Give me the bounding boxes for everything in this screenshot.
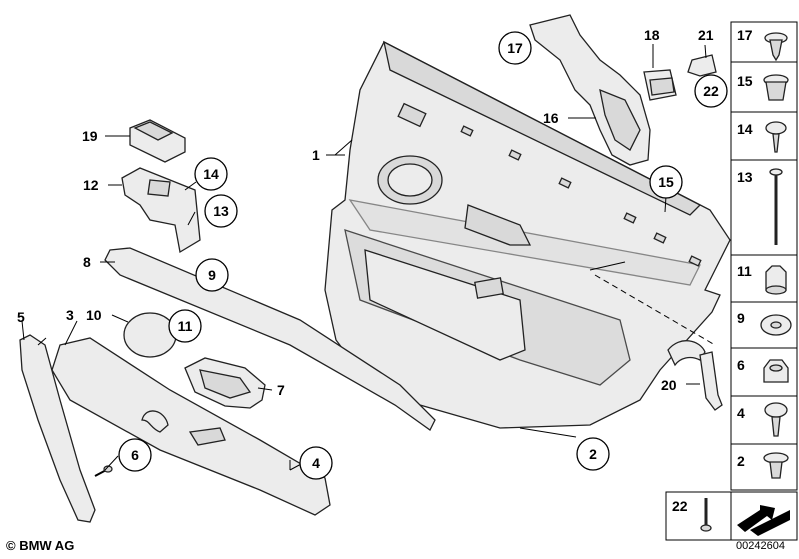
door-handle-7 (184, 357, 266, 409)
callout-22: 22 (703, 83, 719, 99)
push-clip-icon (764, 32, 788, 62)
fastener-legend: 17 15 14 13 11 9 6 4 2 (730, 21, 798, 491)
callout-4: 4 (312, 455, 320, 471)
callout-1: 1 (312, 147, 320, 163)
bottom-legend: 22 (665, 491, 798, 541)
callout-13: 13 (213, 203, 229, 219)
legend-label-2: 14 (737, 121, 753, 137)
door-trim-panel (324, 40, 731, 429)
clip-21 (687, 54, 717, 77)
callout-18: 18 (644, 27, 660, 43)
callout-19: 19 (82, 128, 98, 144)
callout-circle-6 (118, 438, 152, 472)
switch-unit (643, 69, 677, 101)
callout-circle-9 (195, 258, 229, 292)
callout-circle-13 (204, 194, 238, 228)
callout-3: 3 (66, 307, 74, 323)
legend-label-5: 9 (737, 310, 745, 326)
hex-nut-icon (763, 359, 789, 383)
callout-8: 8 (83, 254, 91, 270)
callout-6: 6 (131, 447, 139, 463)
spring-clip-icon (760, 314, 792, 336)
long-bolt-icon (769, 168, 783, 245)
legend-label-1: 15 (737, 73, 753, 89)
callout-7: 7 (277, 382, 285, 398)
callout-11: 11 (178, 318, 193, 334)
callout-5: 5 (17, 309, 25, 325)
callout-9: 9 (208, 267, 216, 283)
legend-label-4: 11 (737, 263, 752, 279)
nut-icon (765, 265, 787, 295)
bracket-20 (667, 340, 723, 411)
part-19 (129, 119, 186, 163)
diagram-number: 00242604 (736, 540, 785, 552)
copyright: © BMW AG (6, 538, 75, 553)
callout-circle-14 (194, 157, 228, 191)
torx-screw-icon (764, 402, 788, 437)
legend-label-0: 17 (737, 27, 753, 43)
armrest-trim-3 (51, 337, 331, 516)
callout-circle-2 (576, 437, 610, 471)
callout-17: 17 (507, 40, 523, 56)
mounting-symbol-icon (737, 505, 790, 536)
expanding-nut-icon (763, 74, 789, 101)
bottom-legend-label: 22 (672, 498, 688, 514)
callout-14: 14 (203, 166, 219, 182)
callout-circle-22 (694, 74, 728, 108)
callout-10: 10 (86, 307, 102, 323)
trim-strip-8 (104, 247, 436, 431)
callout-circle-15 (649, 165, 683, 199)
callout-12: 12 (83, 177, 99, 193)
part-12 (121, 167, 201, 254)
expanding-clip-icon (763, 452, 789, 479)
callout-21: 21 (698, 27, 714, 43)
legend-label-7: 4 (737, 405, 745, 421)
legend-label-8: 2 (737, 453, 745, 469)
callout-circle-17 (498, 31, 532, 65)
screw-6 (94, 465, 113, 477)
speaker-cover-10 (123, 312, 177, 358)
door-bracket (529, 14, 651, 166)
callout-15: 15 (658, 174, 674, 190)
pin-icon (700, 498, 712, 532)
callout-20: 20 (661, 377, 677, 393)
callout-circle-11 (168, 309, 202, 343)
callout-circle-4 (299, 446, 333, 480)
callout-2: 2 (589, 446, 597, 462)
callouts: 1 2 3 4 5 6 7 8 9 10 11 12 13 14 15 16 1… (17, 27, 728, 480)
screw-icon (765, 121, 787, 153)
legend-label-3: 13 (737, 169, 753, 185)
legend-label-6: 6 (737, 357, 745, 373)
callout-16: 16 (543, 110, 559, 126)
pillar-trim-5 (19, 334, 96, 523)
